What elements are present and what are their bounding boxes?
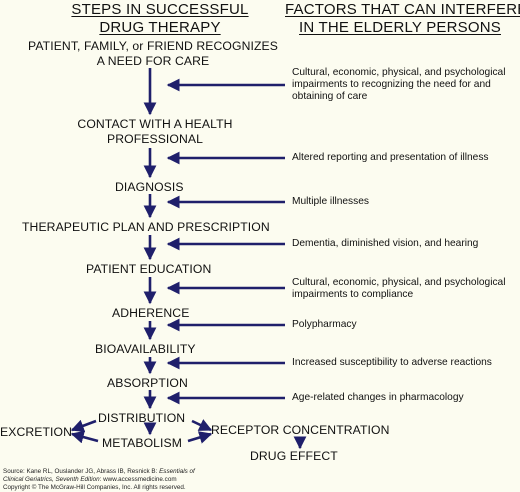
step-distribution: DISTRIBUTION <box>98 411 186 425</box>
factor-impairments-to-compliance: Cultural, economic, physical, and psycho… <box>292 277 506 300</box>
arrow-distribution-to-excretion <box>70 419 97 432</box>
step-metabolism: METABOLISM <box>102 436 183 450</box>
copyright: Copyright © The McGraw-Hill Companies, I… <box>3 484 186 491</box>
step-recognize-line2: A NEED FOR CARE <box>96 54 210 69</box>
source-citation: Source: Kane RL, Ouslander JG, Abrass IB… <box>3 468 263 492</box>
source-url: : www.accessmedicine.com <box>99 476 177 483</box>
factor-recognizing-need: Cultural, economic, physical, and psycho… <box>292 67 506 102</box>
factors-header-line1: FACTORS THAT CAN INTERFERE <box>285 1 520 18</box>
step-receptor-concentration: RECEPTOR CONCENTRATION <box>211 423 390 437</box>
factor-dementia-vision-hearing: Dementia, diminished vision, and hearing <box>292 238 479 249</box>
factors-header-line2: IN THE ELDERLY PERSONS <box>299 19 501 36</box>
step-adherence: ADHERENCE <box>112 306 190 320</box>
step-contact-line1: CONTACT WITH A HEALTH <box>77 117 233 131</box>
factors-header: FACTORS THAT CAN INTERFERE IN THE ELDERL… <box>285 2 520 36</box>
step-drug-effect: DRUG EFFECT <box>250 449 338 463</box>
source-prefix: Source: Kane RL, Ouslander JG, Abrass IB… <box>3 468 160 475</box>
step-therapeutic-plan: THERAPEUTIC PLAN AND PRESCRIPTION <box>22 220 270 234</box>
factor-polypharmacy: Polypharmacy <box>292 319 357 330</box>
factor-multiple-illnesses: Multiple illnesses <box>292 196 370 207</box>
step-excretion: EXCRETION <box>0 425 73 439</box>
step-recognize-line1: PATIENT, FAMILY, or FRIEND RECOGNIZES <box>28 39 278 53</box>
arrow-distribution-to-receptor <box>191 419 213 432</box>
factor-pharmacology-changes: Age-related changes in pharmacology <box>292 392 464 403</box>
step-contact-health-professional: CONTACT WITH A HEALTH PROFESSIONAL <box>55 117 255 147</box>
steps-header: STEPS IN SUCCESSFUL DRUG THERAPY <box>55 2 265 35</box>
factor-adverse-reactions: Increased susceptibility to adverse reac… <box>292 357 492 368</box>
source-title-part1: Essentials of <box>159 468 195 475</box>
source-title-part2: Clinical Geriatrics, Seventh Edition <box>3 476 100 483</box>
factor-altered-reporting: Altered reporting and presentation of il… <box>292 152 489 163</box>
arrow-metabolism-to-receptor <box>187 431 213 444</box>
arrow-metabolism-to-excretion <box>70 430 99 444</box>
step-bioavailability: BIOAVAILABILITY <box>95 342 196 356</box>
steps-header-line1: STEPS IN SUCCESSFUL <box>71 1 249 18</box>
step-diagnosis: DIAGNOSIS <box>115 180 184 194</box>
step-absorption: ABSORPTION <box>107 376 188 390</box>
step-recognize-need: PATIENT, FAMILY, or FRIEND RECOGNIZES A … <box>28 39 278 69</box>
step-patient-education: PATIENT EDUCATION <box>86 262 212 276</box>
steps-header-line2: DRUG THERAPY <box>99 19 221 36</box>
step-contact-line2: PROFESSIONAL <box>106 132 204 147</box>
